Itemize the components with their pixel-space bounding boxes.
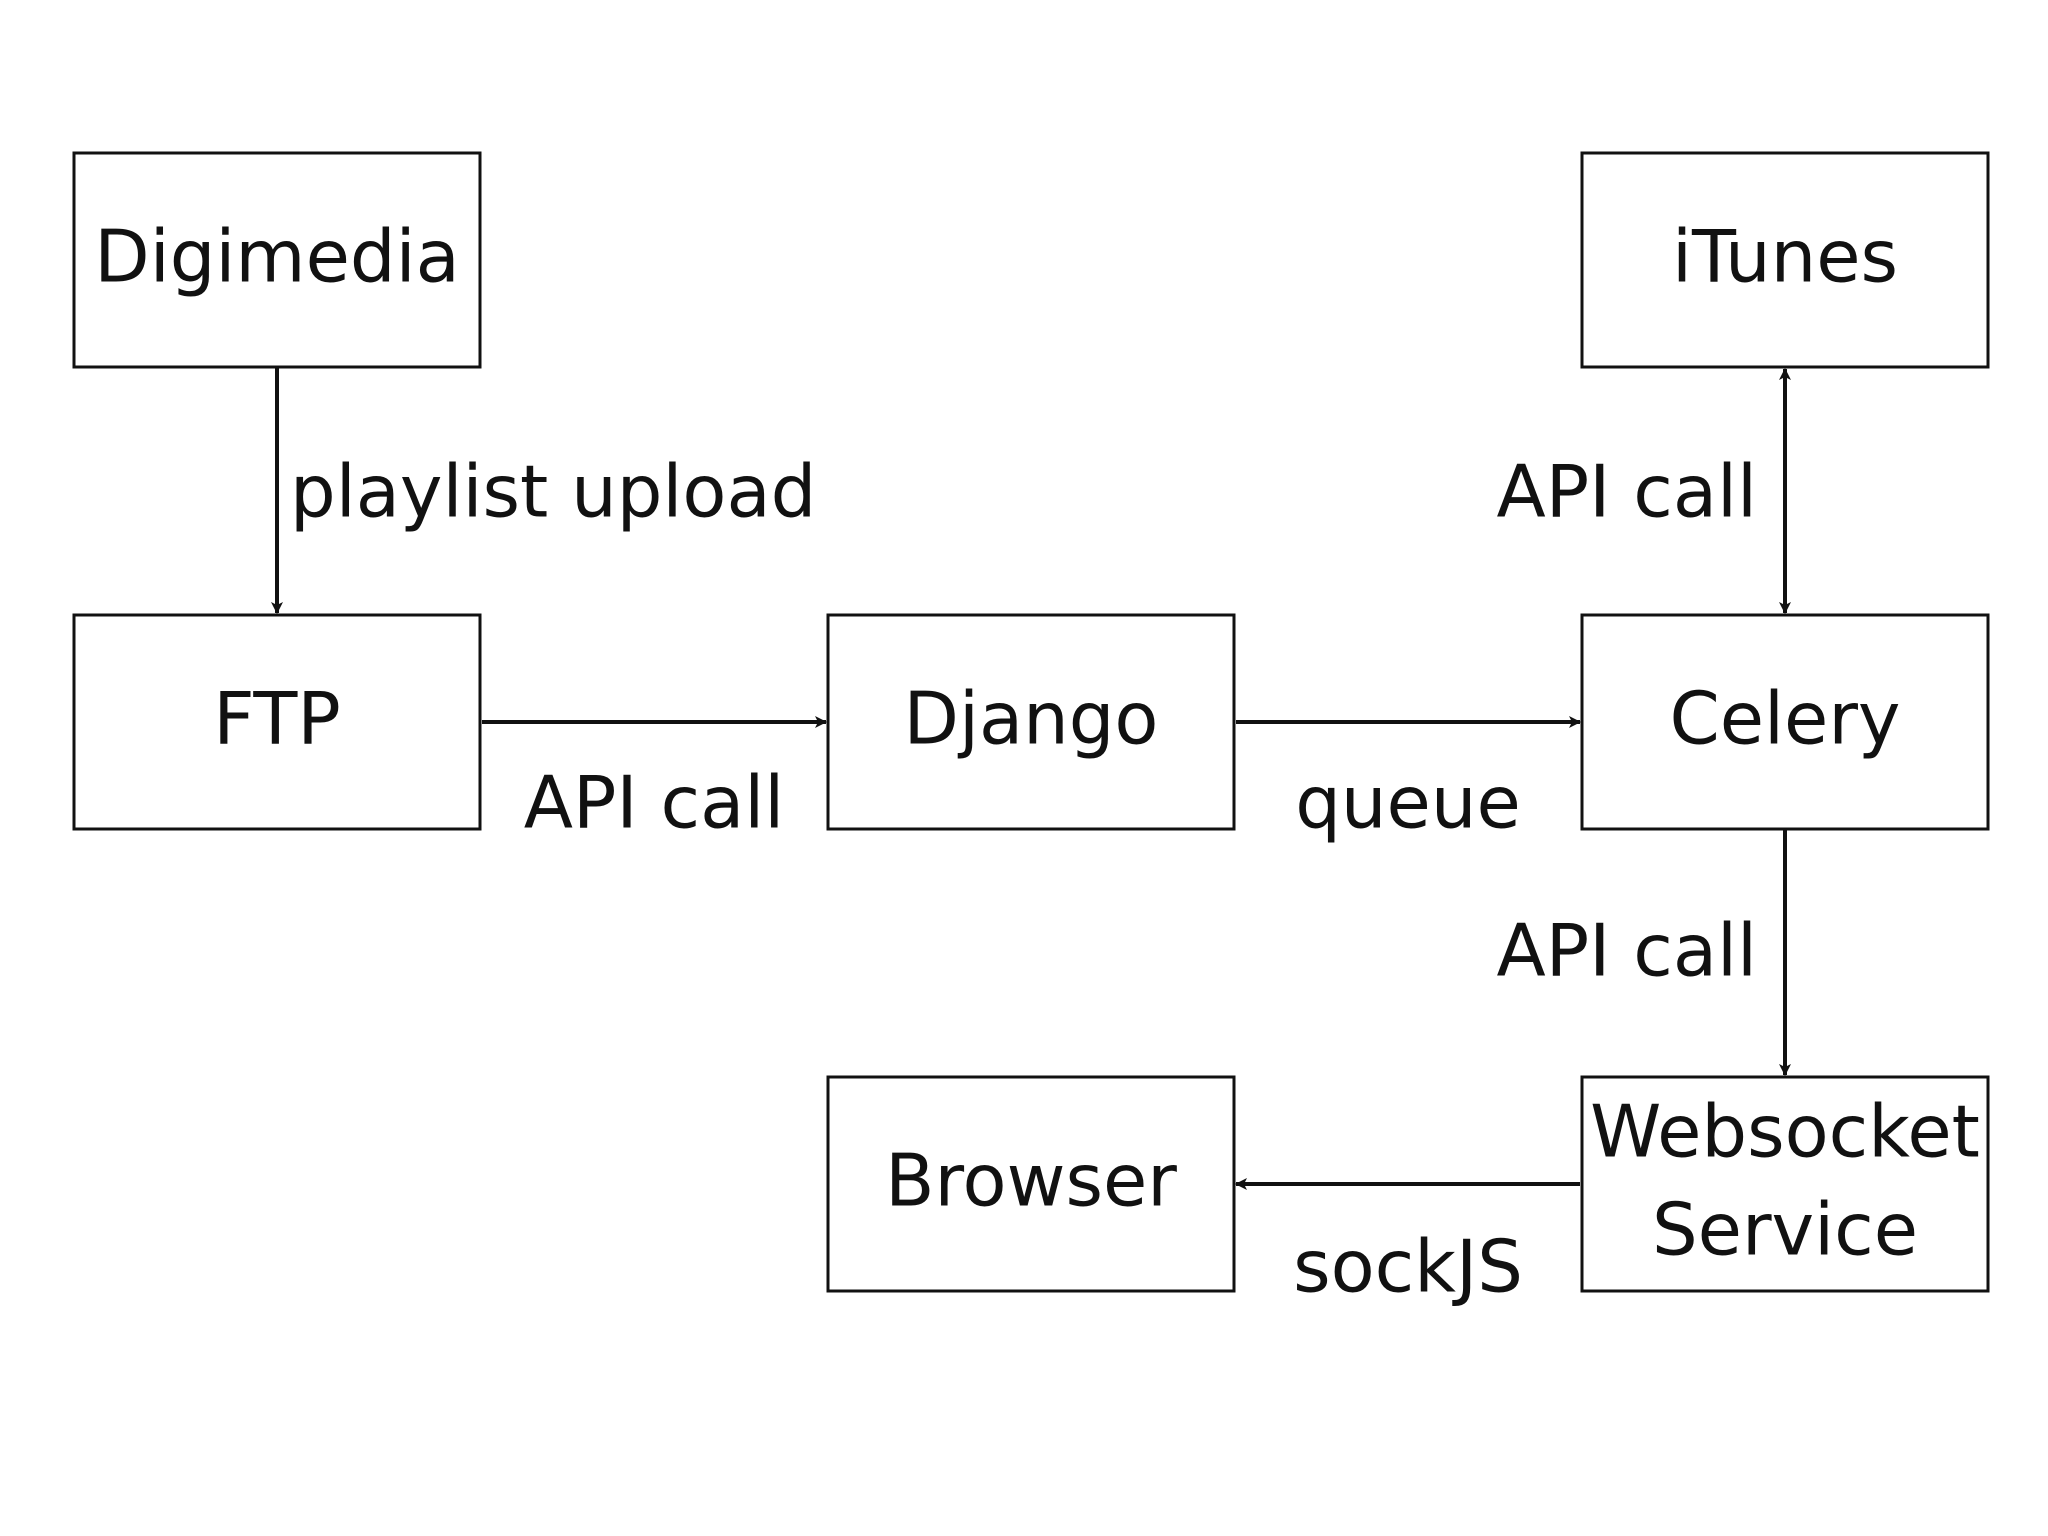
- node-websocket-service: Websocket Service: [1580, 1075, 1990, 1293]
- node-ftp-label: FTP: [213, 677, 341, 761]
- node-browser: Browser: [826, 1075, 1236, 1293]
- node-digimedia: Digimedia: [72, 151, 482, 369]
- edge-django-celery: queue: [1236, 716, 1581, 845]
- node-websocket-label-line1: Websocket: [1590, 1090, 1980, 1174]
- node-celery-label: Celery: [1669, 677, 1900, 761]
- node-django-label: Django: [904, 677, 1159, 761]
- node-ftp: FTP: [72, 613, 482, 831]
- node-django: Django: [826, 613, 1236, 831]
- edge-celery-websocket-label: API call: [1496, 909, 1757, 993]
- edge-digimedia-ftp: playlist upload: [271, 367, 816, 614]
- edge-digimedia-ftp-label: playlist upload: [290, 450, 816, 534]
- edge-websocket-browser-label: sockJS: [1293, 1225, 1523, 1309]
- edge-websocket-browser: sockJS: [1235, 1178, 1580, 1309]
- node-itunes-label: iTunes: [1672, 215, 1898, 299]
- edge-ftp-django-label: API call: [524, 761, 785, 845]
- node-websocket-label-line2: Service: [1652, 1188, 1918, 1272]
- edge-celery-itunes-label: API call: [1496, 450, 1757, 534]
- edge-celery-itunes: API call: [1496, 368, 1791, 614]
- node-digimedia-label: Digimedia: [94, 215, 459, 299]
- edge-ftp-django: API call: [482, 716, 827, 845]
- edge-celery-websocket: API call: [1496, 829, 1791, 1076]
- edge-django-celery-label: queue: [1295, 761, 1521, 845]
- node-celery: Celery: [1580, 613, 1990, 831]
- node-itunes: iTunes: [1580, 151, 1990, 369]
- node-browser-label: Browser: [885, 1139, 1177, 1223]
